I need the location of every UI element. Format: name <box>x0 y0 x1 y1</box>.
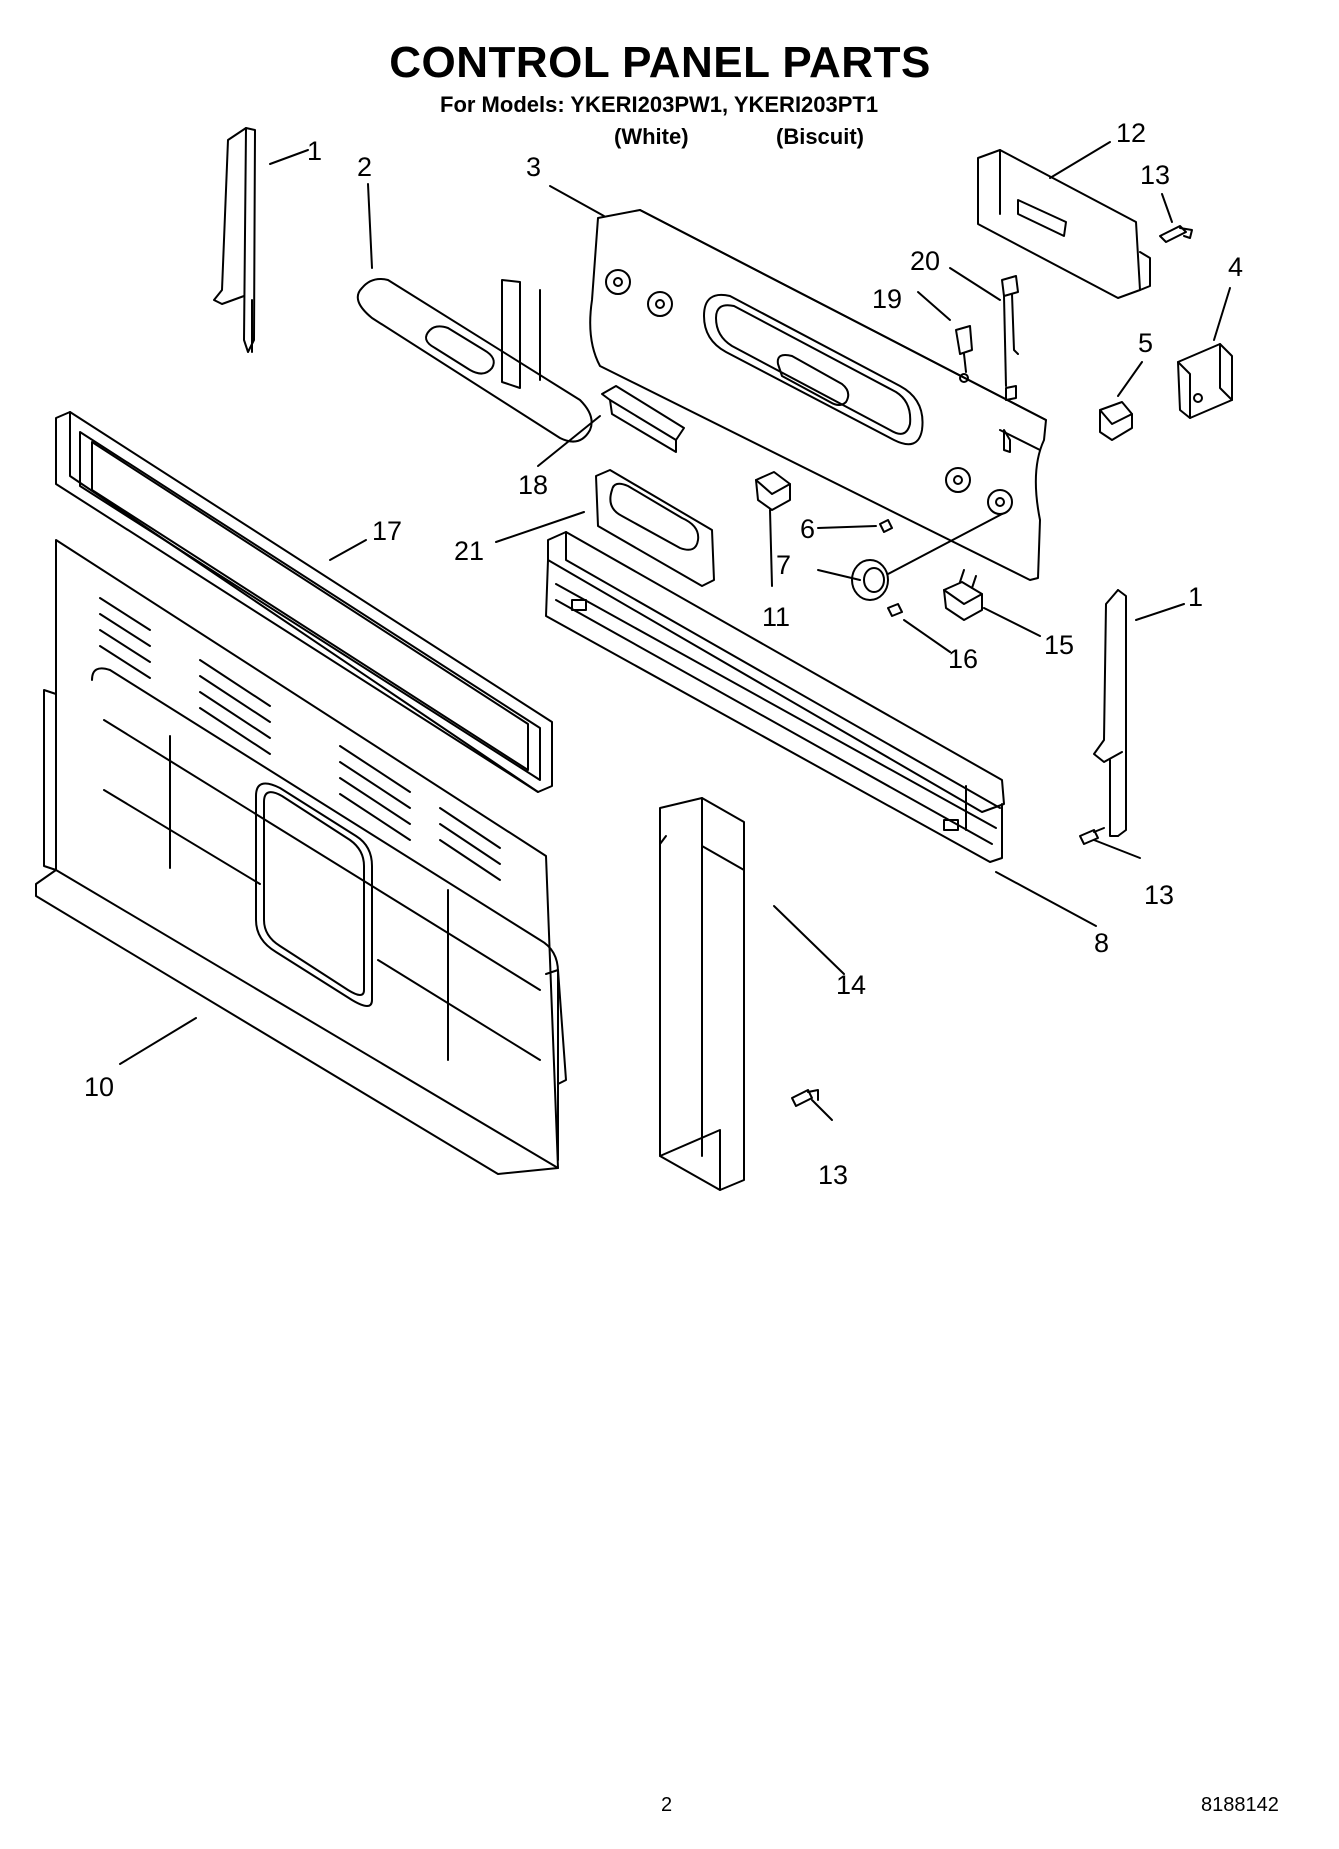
callout-16: 16 <box>948 644 979 674</box>
callout-13-mid: 13 <box>1144 880 1175 910</box>
callout-2: 2 <box>357 152 373 182</box>
switch-20 <box>1001 275 1019 401</box>
page-title: CONTROL PANEL PARTS <box>389 38 931 87</box>
switch-box <box>1177 343 1233 419</box>
color-biscuit-label: (Biscuit) <box>776 124 864 149</box>
callout-12: 12 <box>1116 118 1147 148</box>
callout-11: 11 <box>762 602 791 632</box>
overlay-part <box>356 278 593 443</box>
lens-18 <box>601 385 685 453</box>
back-panel <box>35 539 567 1175</box>
callout-14: 14 <box>836 970 867 1000</box>
end-trim-right <box>1093 589 1127 837</box>
screw-16 <box>887 603 903 617</box>
callout-13-top: 13 <box>1140 160 1171 190</box>
part-5 <box>1099 401 1133 441</box>
bracket-21 <box>595 469 715 587</box>
callout-18: 18 <box>518 470 549 500</box>
callout-21: 21 <box>454 536 485 566</box>
light-19 <box>955 325 973 383</box>
callout-6: 6 <box>800 514 816 544</box>
callout-8: 8 <box>1094 928 1110 958</box>
callout-10: 10 <box>84 1072 115 1102</box>
callout-17: 17 <box>372 516 403 546</box>
callout-19: 19 <box>872 284 903 314</box>
knob-7 <box>851 513 1003 601</box>
models-line: For Models: YKERI203PW1, YKERI203PT1 <box>440 92 879 117</box>
callout-3: 3 <box>526 152 542 182</box>
clock-board <box>977 149 1151 299</box>
screw-bottom <box>791 1089 819 1107</box>
switch-11 <box>755 471 791 511</box>
screw-top-right <box>1159 225 1193 243</box>
document-number: 8188142 <box>1201 1794 1279 1816</box>
screw-mid-right <box>1079 827 1105 845</box>
callout-13-bottom: 13 <box>818 1160 849 1190</box>
callout-1-left: 1 <box>307 136 323 166</box>
color-white-label: (White) <box>614 124 689 149</box>
callout-15: 15 <box>1044 630 1075 660</box>
callout-20: 20 <box>910 246 941 276</box>
side-bracket <box>659 797 745 1191</box>
callout-4: 4 <box>1228 252 1244 282</box>
control-panel <box>589 209 1047 581</box>
callout-5: 5 <box>1138 328 1154 358</box>
callout-1-right: 1 <box>1188 582 1204 612</box>
switch-15 <box>943 569 983 621</box>
end-trim-left <box>213 127 256 353</box>
manifold-panel <box>545 531 1005 863</box>
screw-6 <box>879 519 893 533</box>
trim-frame <box>55 411 553 793</box>
callout-7: 7 <box>776 550 792 580</box>
page-number: 2 <box>661 1794 673 1816</box>
